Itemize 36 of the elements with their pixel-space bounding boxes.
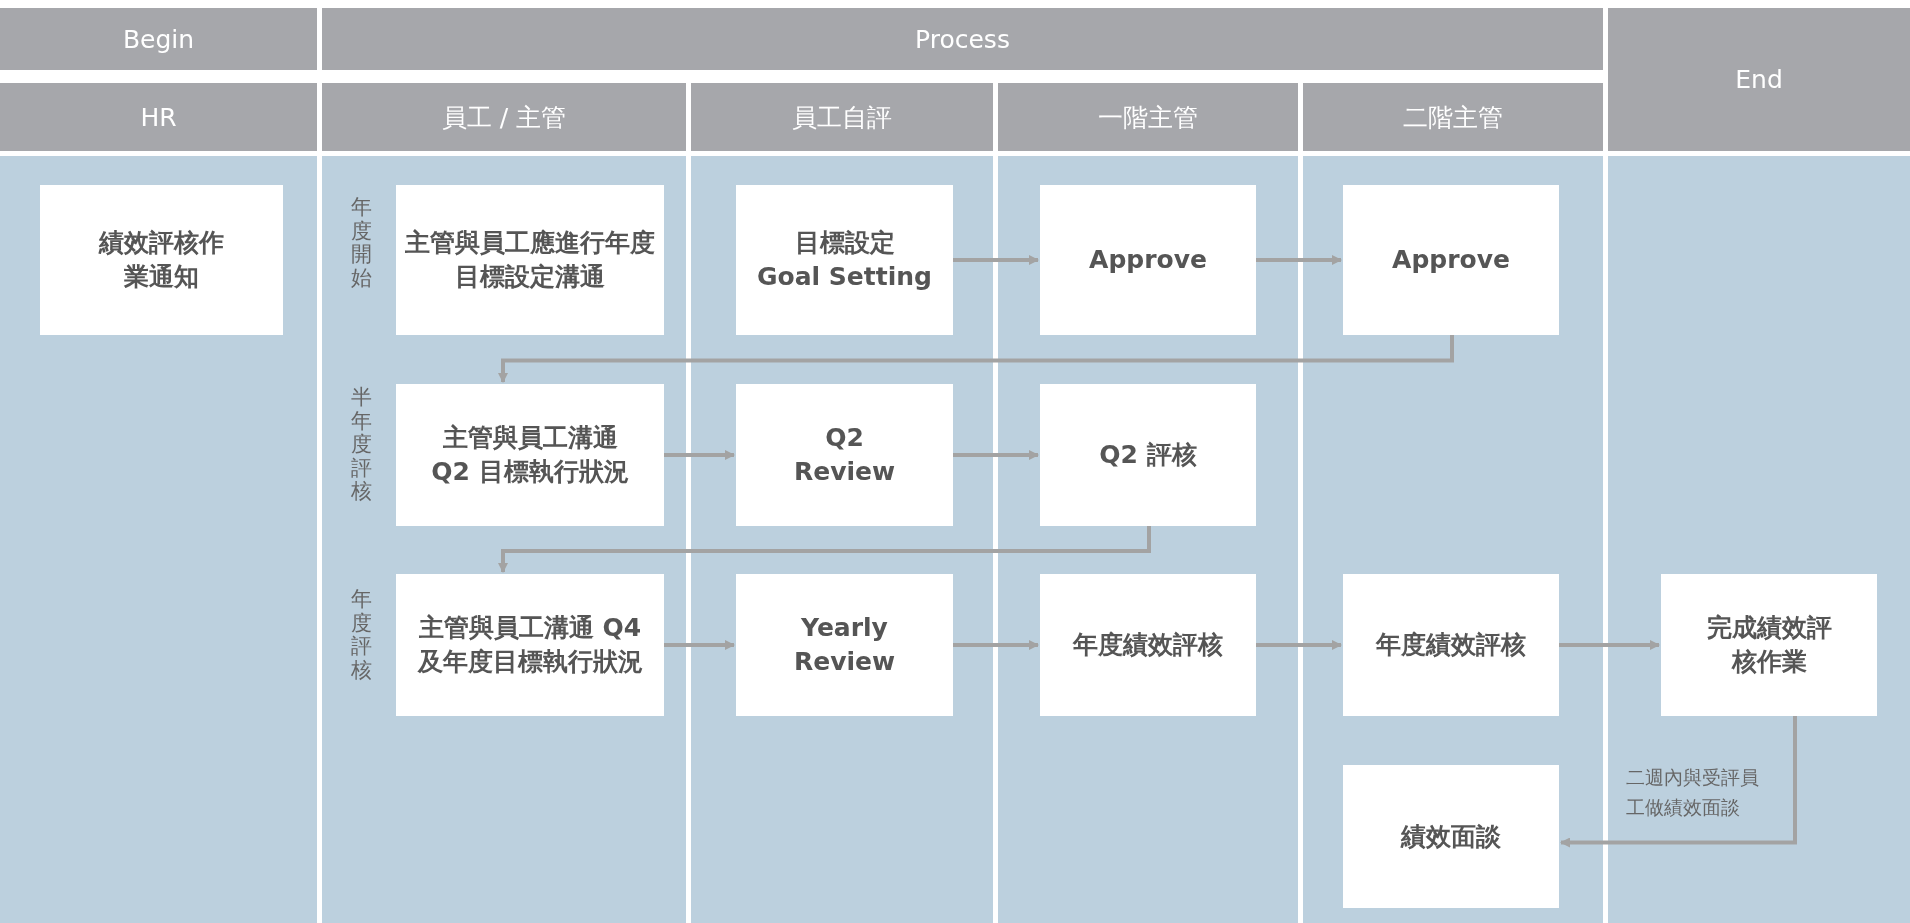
process-box: Q2 Review xyxy=(736,384,953,526)
process-box: 績效評核作業通知 xyxy=(40,185,283,335)
process-box: 績效面談 xyxy=(1343,765,1559,908)
arrow xyxy=(1256,255,1342,265)
row-label: 年度開始 xyxy=(349,196,373,291)
process-box: Approve xyxy=(1343,185,1559,335)
process-box: 主管與員工應進行年度目標設定溝通 xyxy=(396,185,664,335)
arrow xyxy=(1559,640,1660,650)
arrow xyxy=(498,335,1454,383)
row-label: 年度評核 xyxy=(349,588,373,683)
row-label: 半年度評核 xyxy=(349,386,373,504)
process-box: Yearly Review xyxy=(736,574,953,716)
arrow xyxy=(664,640,735,650)
arrow xyxy=(953,255,1039,265)
header-cell: 二階主管 xyxy=(1303,83,1603,151)
process-box: Approve xyxy=(1040,185,1256,335)
arrow xyxy=(664,450,735,460)
header-cell: 一階主管 xyxy=(998,83,1298,151)
arrow xyxy=(498,526,1151,573)
process-box: 主管與員工溝通 Q4 及年度目標執行狀況 xyxy=(396,574,664,716)
process-box: 完成績效評核作業 xyxy=(1661,574,1877,716)
header-cell: 員工自評 xyxy=(691,83,993,151)
arrow xyxy=(1560,716,1797,848)
arrow xyxy=(1256,640,1342,650)
header-cell: End xyxy=(1608,8,1910,151)
process-box: 目標設定 Goal Setting xyxy=(736,185,953,335)
process-box: Q2 評核 xyxy=(1040,384,1256,526)
header-cell: Process xyxy=(322,8,1603,70)
header-cell: HR xyxy=(0,83,317,151)
process-box: 年度績效評核 xyxy=(1343,574,1559,716)
arrow xyxy=(953,450,1039,460)
process-box: 年度績效評核 xyxy=(1040,574,1256,716)
process-box: 主管與員工溝通 Q2 目標執行狀況 xyxy=(396,384,664,526)
header-cell: Begin xyxy=(0,8,317,70)
arrow xyxy=(953,640,1039,650)
header-cell: 員工 / 主管 xyxy=(322,83,686,151)
